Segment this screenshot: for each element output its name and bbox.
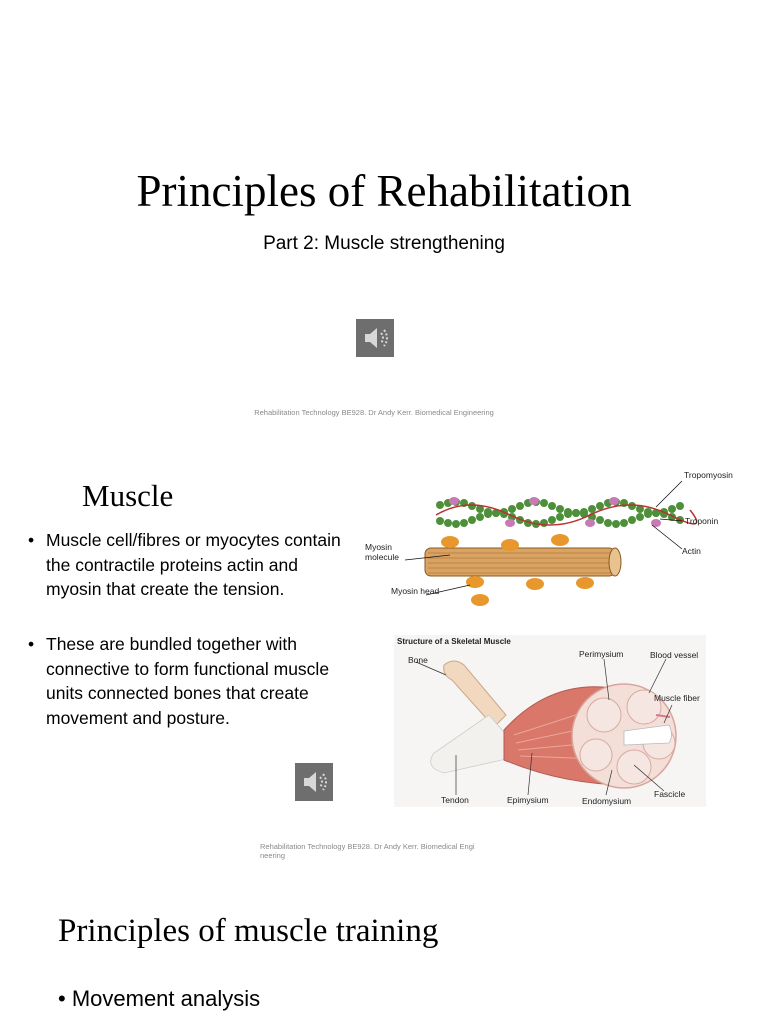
label-actin: Actin xyxy=(682,546,701,556)
actin-myosin-diagram xyxy=(360,465,760,615)
bullet-item: • Muscle cell/fibres or myocytes contain… xyxy=(28,528,348,602)
label-epimysium: Epimysium xyxy=(507,795,549,805)
slide-1-footer: Rehabilitation Technology BE928. Dr Andy… xyxy=(254,408,494,417)
bullet-item: • Movement analysis xyxy=(58,985,260,1013)
slide-2-footer-line-1: Rehabilitation Technology BE928. Dr Andy… xyxy=(260,842,475,851)
label-myosin-head: Myosin head xyxy=(391,586,440,596)
slide-2-title: Muscle xyxy=(82,478,174,513)
bullet-dot: • xyxy=(58,986,66,1011)
bullet-item: • These are bundled together with connec… xyxy=(28,632,348,730)
slide-1: Principles of Rehabilitation Part 2: Mus… xyxy=(0,0,768,445)
bullet-text: These are bundled together with connecti… xyxy=(46,634,330,728)
slide-1-subtitle: Part 2: Muscle strengthening xyxy=(263,233,505,254)
diagram-title: Structure of a Skeletal Muscle xyxy=(397,637,511,646)
pointer-lines xyxy=(415,658,673,796)
label-endomysium: Endomysium xyxy=(582,796,632,806)
audio-button[interactable] xyxy=(295,763,333,801)
bullet-text: Movement analysis xyxy=(71,986,261,1011)
slide-3: Principles of muscle training • Movement… xyxy=(0,875,768,1024)
label-tendon: Tendon xyxy=(441,795,469,805)
bullet-dot: • xyxy=(28,634,35,654)
label-troponin: Troponin xyxy=(685,516,719,526)
label-blood-vessel: Blood vessel xyxy=(650,650,699,660)
label-bone: Bone xyxy=(408,655,428,665)
bullet-text: Muscle cell/fibres or myocytes contain t… xyxy=(46,530,341,599)
label-perimysium: Perimysium xyxy=(579,649,624,659)
bullet-dot: • xyxy=(28,530,35,550)
slide-2: Muscle • Muscle cell/fibres or myocytes … xyxy=(0,455,768,865)
audio-button[interactable] xyxy=(356,319,394,357)
speaker-icon xyxy=(356,319,394,357)
label-tropomyosin: Tropomyosin xyxy=(684,470,733,480)
skeletal-muscle-diagram: Structure of a Skeletal Muscle Bone Peri… xyxy=(394,635,706,807)
filament-illustration xyxy=(404,480,698,606)
label-fascicle: Fascicle xyxy=(654,789,686,799)
actin-strand xyxy=(436,498,684,528)
muscle-illustration xyxy=(415,658,677,796)
slide-2-footer-line-2: neering xyxy=(260,851,286,860)
slide-1-title: Principles of Rehabilitation xyxy=(136,166,632,216)
slide-3-title: Principles of muscle training xyxy=(58,913,439,949)
speaker-icon xyxy=(295,763,333,801)
label-muscle-fiber: Muscle fiber xyxy=(654,693,700,703)
label-myosin-molecule: Myosin molecule xyxy=(365,542,400,562)
